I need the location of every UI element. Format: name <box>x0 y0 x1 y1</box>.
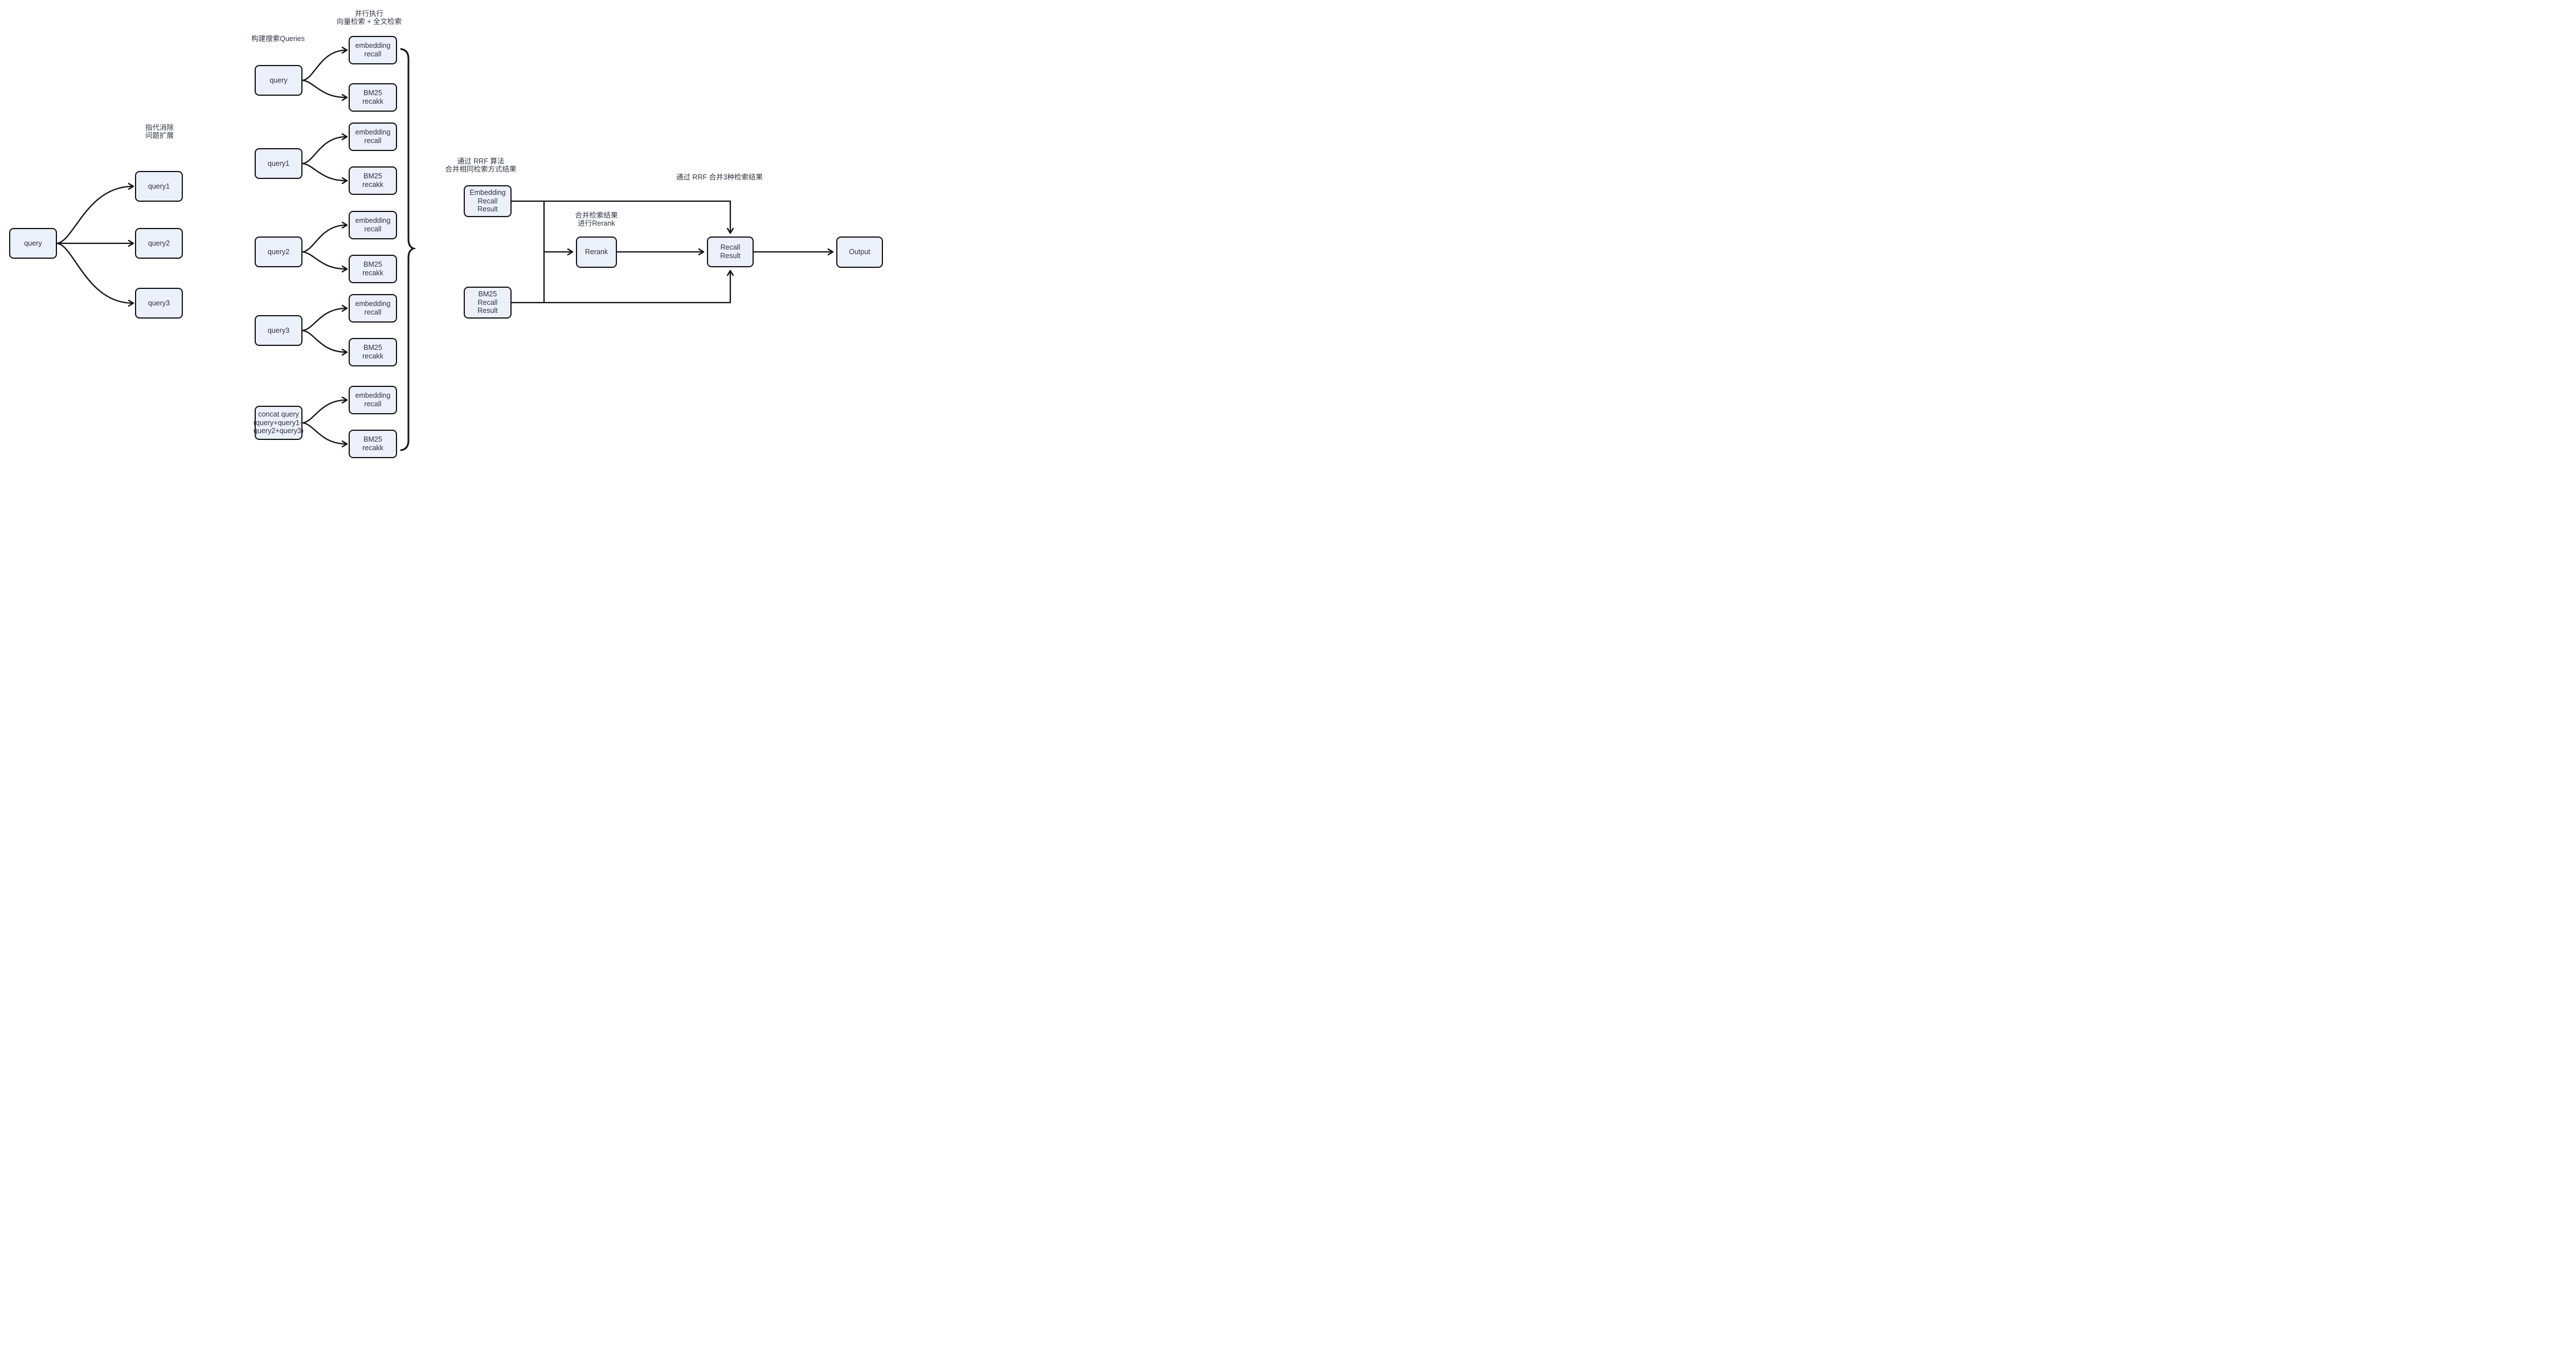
node-query2-expanded: query2 <box>135 228 183 259</box>
node-concat-query: concat query (query+query1+ query2+query… <box>253 406 304 440</box>
node-query1-mid: query1 <box>255 148 302 179</box>
node-query3-mid: query3 <box>255 315 302 346</box>
edge-midquery1-to-embedding2 <box>302 133 348 165</box>
edge-midquery2-to-bm25-3 <box>302 251 348 273</box>
node-embedding-recall-1: embedding recall <box>349 36 397 64</box>
node-embedding-recall-result: Embedding Recall Result <box>464 185 512 217</box>
annotation-rrf-merge-same: 通过 RRF 算法 合并相同检索方式结果 <box>445 157 517 174</box>
node-query-mid: query <box>255 65 302 96</box>
edge-concat-to-embedding5 <box>302 396 348 424</box>
node-query-source: query <box>9 228 57 259</box>
annotation-build-queries: 构建搜索Queries <box>251 35 305 43</box>
node-bm25-recall-5: BM25 recakk <box>349 430 397 458</box>
edge-query-to-query3 <box>56 242 134 307</box>
node-bm25-recall-4: BM25 recakk <box>349 338 397 366</box>
edge-midquery2-to-embedding3 <box>302 221 348 253</box>
node-query1-expanded: query1 <box>135 171 183 202</box>
edge-midquery3-to-bm25-4 <box>302 329 348 356</box>
annotation-coref-expansion: 指代消除 问题扩展 <box>145 124 174 140</box>
curly-brace <box>400 48 416 451</box>
edge-midquery3-to-embedding4 <box>302 304 348 332</box>
node-rerank: Rerank <box>576 236 617 268</box>
node-bm25-recall-3: BM25 recakk <box>349 255 397 283</box>
edge-midquery1-to-bm25-2 <box>302 162 348 185</box>
edge-midquery-to-bm25-1 <box>302 79 348 101</box>
node-embedding-recall-5: embedding recall <box>349 386 397 414</box>
edge-bm25-result-to-recall-result <box>512 270 734 304</box>
node-recall-result: Recall Result <box>707 236 754 267</box>
node-bm25-recall-2: BM25 recakk <box>349 166 397 195</box>
node-query2-mid: query2 <box>255 236 302 267</box>
annotation-merge-rerank: 合并检索结果 进行Rerank <box>575 211 618 228</box>
node-query3-expanded: query3 <box>135 288 183 319</box>
edges-layer <box>56 46 834 451</box>
node-embedding-recall-4: embedding recall <box>349 294 397 323</box>
node-output: Output <box>836 236 883 268</box>
edge-embedding-result-to-recall-result <box>512 200 734 234</box>
node-bm25-recall-1: BM25 recakk <box>349 83 397 112</box>
node-embedding-recall-3: embedding recall <box>349 211 397 239</box>
annotation-parallel-exec: 并行执行 向量检索 + 全文检索 <box>336 10 402 26</box>
edge-midquery-to-embedding1 <box>302 46 348 81</box>
edge-query-to-query1 <box>56 182 134 244</box>
node-embedding-recall-2: embedding recall <box>349 123 397 151</box>
diagram-canvas: 指代消除 问题扩展 构建搜索Queries 并行执行 向量检索 + 全文检索 通… <box>0 0 893 470</box>
node-bm25-recall-result: BM25 Recall Result <box>464 287 512 319</box>
annotation-rrf-merge-three: 通过 RRF 合并3种检索结果 <box>676 173 763 181</box>
edge-concat-to-bm25-5 <box>302 422 348 448</box>
